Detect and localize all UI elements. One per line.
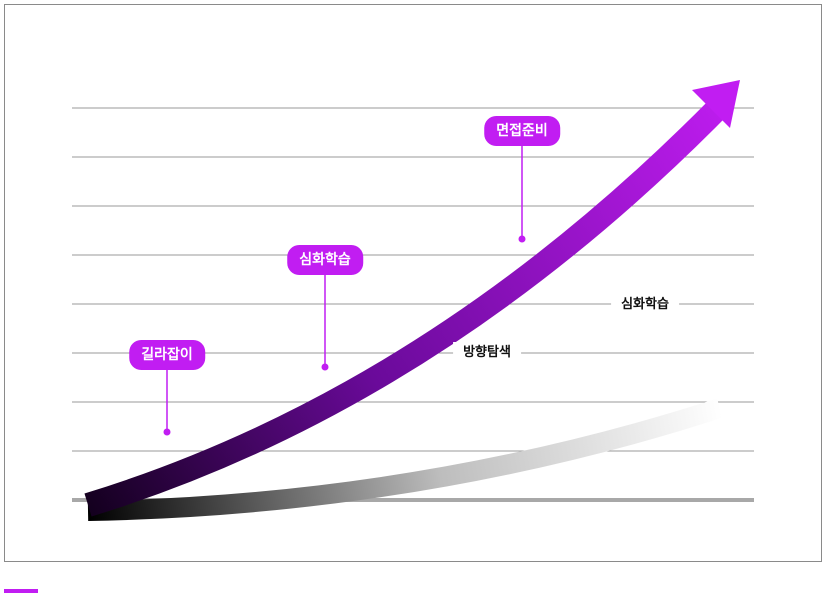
purple-arrow-shaft [84,99,727,517]
connector-dot [321,363,329,371]
connector-dot [518,235,526,243]
lower-milestone-label-2: 심화학습 [611,294,679,316]
diagram-frame [4,4,822,562]
connector-dot [163,428,171,436]
legend-swatch [4,589,38,593]
milestone-connectors [163,142,526,436]
milestone-label-2: 심화학습 [287,245,363,275]
milestone-label-1: 길라잡이 [129,340,205,370]
grey-growth-arrow [87,398,724,521]
purple-arrowhead [692,80,740,128]
lower-milestone-label-1: 방향탐색 [453,342,521,364]
purple-growth-arrow [84,80,740,517]
milestone-label-3: 면접준비 [484,116,560,146]
